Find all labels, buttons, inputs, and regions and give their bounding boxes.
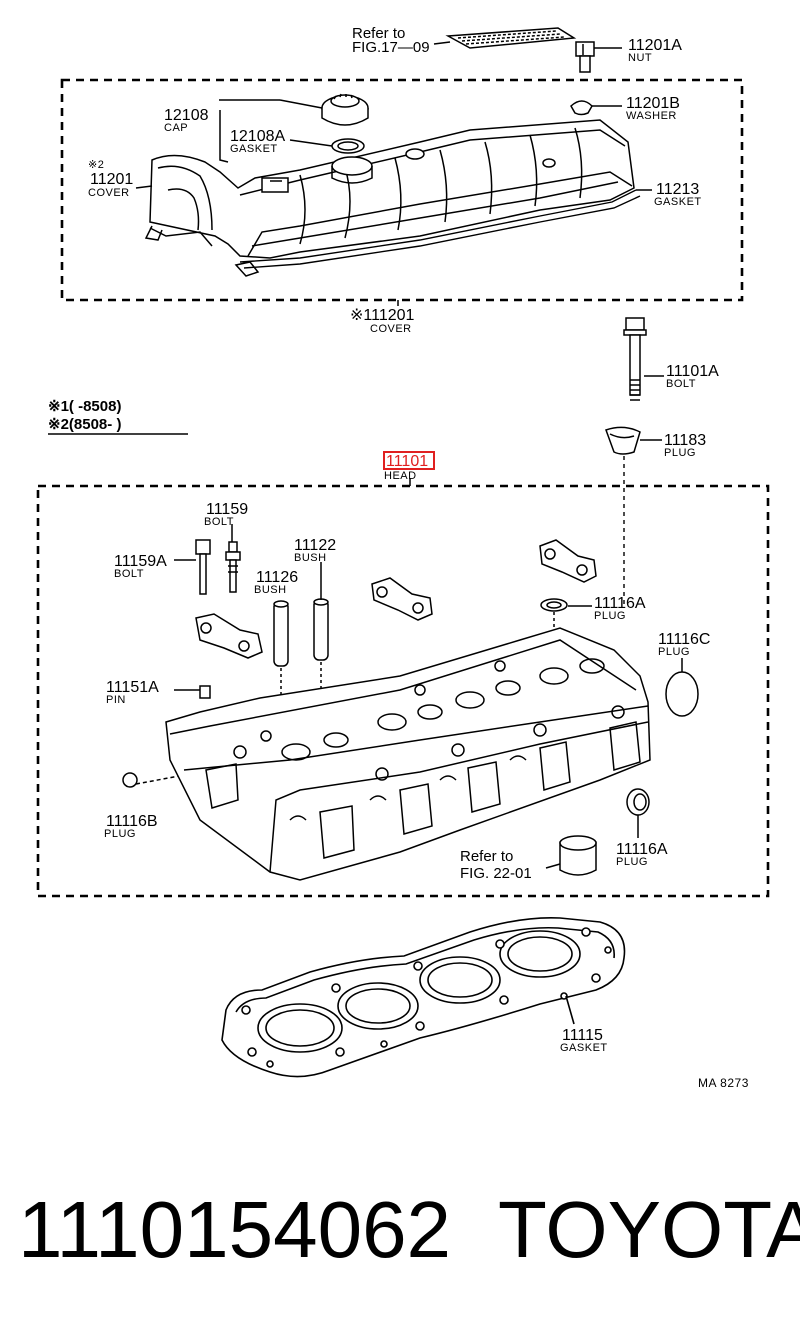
head-bolt-name: BOLT: [666, 378, 696, 390]
bolt-11159a-name: BOLT: [114, 568, 144, 580]
bearing-cap-left: [195, 613, 263, 659]
bolt-11159-number: 11159: [206, 501, 248, 518]
bearing-cap-mid: [371, 577, 433, 621]
ref-fig22-line1: Refer to: [460, 848, 513, 865]
bearing-cap-right: [539, 539, 597, 583]
bolt-11159-name: BOLT: [204, 516, 234, 528]
half-moon-plug-part: [605, 426, 662, 455]
washer-name: WASHER: [626, 110, 677, 122]
plug-11116b-name: PLUG: [104, 828, 136, 840]
head-gasket-name: GASKET: [560, 1042, 608, 1054]
footer: 1110154062 TOYOTA: [18, 1175, 800, 1285]
pin-part: [199, 685, 211, 699]
cover-assy-number: ※111201: [350, 307, 415, 324]
nut-part: [575, 41, 595, 73]
oil-cap-part: [321, 93, 369, 126]
cap-gasket-name: GASKET: [230, 143, 278, 155]
nut-name: NUT: [628, 52, 652, 64]
bolt-11159a-number: 11159A: [114, 553, 167, 570]
cap-name: CAP: [164, 122, 188, 134]
bush-11122-part: [313, 598, 329, 661]
cover-number: 11201: [90, 171, 133, 188]
rocker-bolt-part: [195, 539, 241, 595]
cover-assy-name: COVER: [370, 323, 412, 335]
plug-11116c-number: 11116C: [658, 631, 710, 648]
cylinder-head-part: [165, 627, 651, 881]
head-group: [36, 478, 770, 898]
footer-part-number: 1110154062: [18, 1185, 452, 1274]
head-bolt-number: 11101A: [666, 363, 719, 380]
plug-11116a-bottom-number: 11116A: [616, 841, 668, 858]
cover-gasket-number: 11213: [656, 181, 699, 198]
bush-11122-name: BUSH: [294, 552, 327, 564]
head-gasket-part: [221, 916, 626, 1078]
washer-number: 11201B: [626, 95, 680, 112]
head-group-frame: [36, 484, 770, 898]
head-name: HEAD: [384, 470, 417, 482]
ref-fig17-line1: Refer to: [352, 25, 405, 42]
plug-11116a-bottom-name: PLUG: [616, 856, 648, 868]
washer-part: [570, 100, 593, 116]
head-number-highlight: [383, 451, 435, 470]
ref-fig22-line2: FIG. 22-01: [460, 865, 532, 882]
small-plug-part: [122, 772, 138, 788]
cap-gasket-part: [331, 138, 365, 154]
cover-group: [60, 27, 744, 306]
ref-fig17-line2: FIG.17—09: [352, 39, 430, 56]
bush-11126-name: BUSH: [254, 584, 287, 596]
head-bolt-part: [623, 317, 664, 401]
cover-mark: ※2: [88, 159, 104, 171]
side-plug-part: [665, 671, 699, 717]
bush-11122-number: 11122: [294, 537, 336, 554]
plug-11116c-name: PLUG: [658, 646, 690, 658]
plug-11116b-number: 11116B: [106, 813, 158, 830]
nut-number: 11201A: [628, 37, 682, 54]
head-gasket-number: 11115: [562, 1027, 603, 1044]
cover-name: COVER: [88, 187, 130, 199]
note-1: ※1( -8508): [48, 398, 121, 415]
cam-plug-bottom-part: [626, 788, 650, 816]
note-2: ※2(8508- ): [48, 416, 121, 433]
labels: Refer to FIG.17—09 11201A NUT 12108 CAP …: [48, 25, 749, 1090]
cap-number: 12108: [164, 107, 209, 124]
footer-brand: TOYOTA: [498, 1185, 800, 1274]
pin-number: 11151A: [106, 679, 159, 696]
sleeve-part: [559, 835, 597, 876]
bush-11126-part: [273, 600, 289, 667]
bush-11126-number: 11126: [256, 569, 298, 586]
service-plate: [445, 27, 577, 49]
cap-gasket-number: 12108A: [230, 128, 285, 145]
cam-plug-top-part: [540, 598, 568, 612]
plug-11183-name: PLUG: [664, 447, 696, 459]
parts-diagram: Refer to FIG.17—09 11201A NUT 12108 CAP …: [36, 25, 770, 1090]
cover-group-frame: [60, 78, 744, 302]
head-number: 11101: [386, 453, 428, 470]
plug-11116a-top-name: PLUG: [594, 610, 626, 622]
plug-11183-number: 11183: [664, 432, 706, 449]
pin-name: PIN: [106, 694, 126, 706]
cover-gasket-name: GASKET: [654, 196, 702, 208]
ma-code: MA 8273: [698, 1076, 749, 1090]
valve-cover-part: [144, 119, 635, 277]
cover-gasket-part: [239, 189, 637, 263]
plug-11116a-top-number: 11116A: [594, 595, 646, 612]
